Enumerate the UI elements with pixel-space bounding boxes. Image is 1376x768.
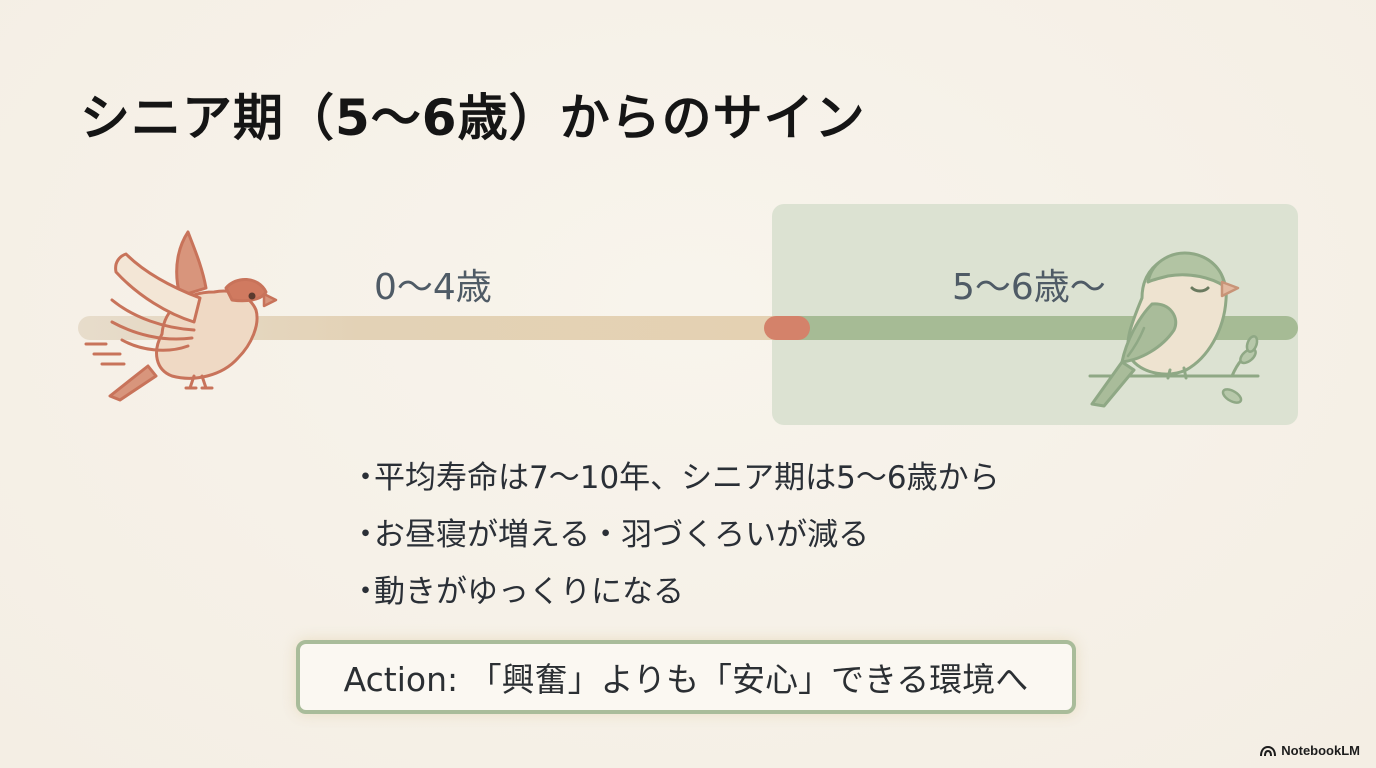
bullet-item-movement: ・動きがゆっくりになる (350, 566, 1000, 623)
brand-label: NotebookLM (1281, 743, 1360, 758)
bullet-text: お昼寝が増える・羽づくろいが減る (374, 517, 870, 553)
action-callout: Action: 「興奮」よりも「安心」できる環境へ (296, 640, 1076, 714)
slide-title: シニア期（5〜6歳）からのサイン (80, 89, 866, 147)
perched-bird-icon (1088, 251, 1260, 408)
action-text: Action: 「興奮」よりも「安心」できる環境へ (343, 660, 1029, 699)
bullet-item-nap: ・お昼寝が増える・羽づくろいが減る (350, 509, 1000, 566)
bullet-item-lifespan: ・平均寿命は7〜10年、シニア期は5〜6歳から (350, 452, 1000, 509)
bullet-text: 平均寿命は7〜10年、シニア期は5〜6歳から (374, 460, 1000, 496)
bullet-marker: ・ (350, 574, 381, 610)
age-label-young: 0〜4歳 (374, 267, 492, 308)
bullet-marker: ・ (350, 517, 381, 553)
bullet-marker: ・ (350, 460, 381, 496)
bullet-text: 動きがゆっくりになる (374, 574, 684, 610)
notebooklm-logo-icon (1260, 745, 1277, 756)
flying-bird-icon (84, 230, 278, 402)
brand-badge: NotebookLM (1260, 743, 1360, 758)
sign-bullet-list: ・平均寿命は7〜10年、シニア期は5〜6歳から ・お昼寝が増える・羽づくろいが減… (350, 452, 1000, 623)
age-label-senior: 5〜6歳〜 (952, 267, 1106, 308)
timeline-transition-marker (764, 316, 810, 340)
